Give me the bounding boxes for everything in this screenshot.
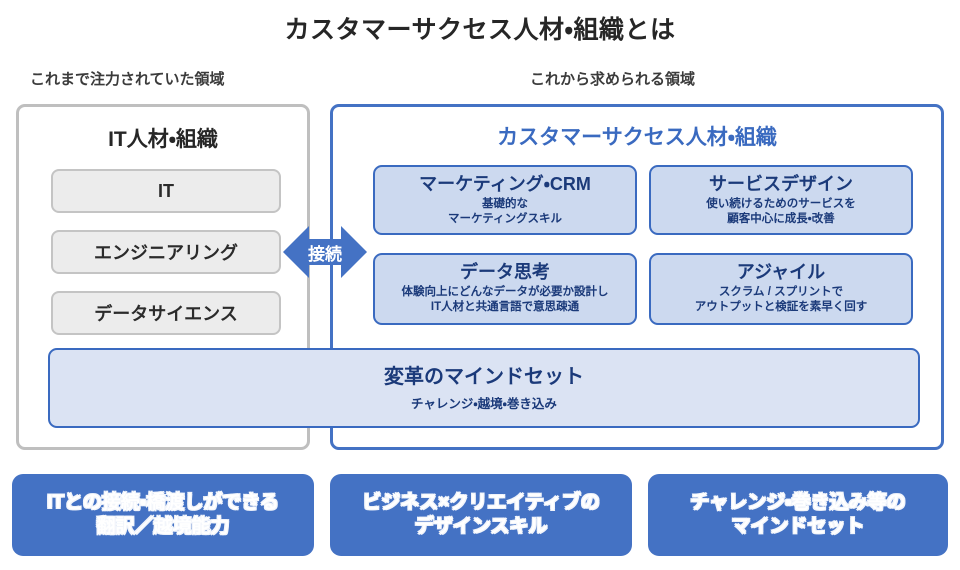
customer-success-panel-title: カスタマーサクセス人材・組織	[497, 126, 777, 149]
skill-card-title: データ思考	[460, 262, 550, 282]
skill-card-desc-line2: 顧客中心に成長・改善	[727, 212, 835, 225]
skill-card-agile: アジャイル スクラム / スプリントで アウトプットと検証を素早く回す	[649, 253, 913, 325]
skill-card-desc-line1: 体験向上にどんなデータが必要か設計し	[401, 285, 609, 298]
double-arrow-icon	[283, 226, 367, 278]
caption-left-column: これまで注力されていた領域	[30, 71, 225, 88]
skill-card-service-design: サービスデザイン 使い続けるためのサービスを 顧客中心に成長・改善	[649, 165, 913, 235]
skill-card-desc-line1: 使い続けるためのサービスを	[706, 197, 856, 210]
mindset-bar-desc: チャレンジ・越境・巻き込み	[411, 396, 557, 411]
skill-card-title: サービスデザイン	[709, 174, 853, 194]
summary-banner-mindset: チャレンジ・巻き込み等の マインドセット	[648, 474, 948, 556]
skill-card-title: マーケティング・CRM	[419, 174, 591, 194]
summary-banner-line1: ITとの接続・橋渡しができる	[47, 492, 279, 514]
connector-arrow: 接続	[283, 222, 367, 282]
summary-banner-line2: 翻訳／越境能力	[96, 516, 230, 537]
summary-banner-line2: マインドセット	[731, 516, 865, 537]
mindset-bar-title: 変革のマインドセット	[384, 365, 584, 388]
skill-card-desc-line1: スクラム / スプリントで	[718, 285, 844, 298]
summary-banner-translation: ITとの接続・橋渡しができる 翻訳／越境能力	[12, 474, 314, 556]
skill-card-title: アジャイル	[736, 262, 826, 282]
skill-box-engineering: エンジニアリング	[51, 230, 281, 274]
skill-card-desc-line1: 基礎的な	[482, 197, 528, 210]
legacy-it-panel-title: IT人材・組織	[108, 128, 218, 151]
summary-banner-line1: ビジネス×クリエイティブの	[362, 492, 600, 514]
page-title: カスタマーサクセス人材・組織とは	[284, 16, 676, 44]
summary-banner-line2: デザインスキル	[414, 516, 548, 537]
skill-card-desc-line2: アウトプットと検証を素早く回す	[694, 300, 868, 313]
skill-box-datascience: データサイエンス	[51, 291, 281, 335]
skill-card-desc-line2: IT人材と共通言語で意思疎通	[430, 300, 580, 313]
skill-card-data-thinking: データ思考 体験向上にどんなデータが必要か設計し IT人材と共通言語で意思疎通	[373, 253, 637, 325]
summary-banner-design-skill: ビジネス×クリエイティブの デザインスキル	[330, 474, 632, 556]
skill-box-it: IT	[51, 169, 281, 213]
caption-right-column: これから求められる領域	[530, 71, 696, 88]
summary-banner-line1: チャレンジ・巻き込み等の	[690, 492, 906, 514]
mindset-bar: 変革のマインドセット チャレンジ・越境・巻き込み	[48, 348, 920, 428]
skill-card-desc-line2: マーケティングスキル	[447, 212, 563, 225]
skill-card-marketing-crm: マーケティング・CRM 基礎的な マーケティングスキル	[373, 165, 637, 235]
connector-label: 接続	[308, 244, 342, 264]
